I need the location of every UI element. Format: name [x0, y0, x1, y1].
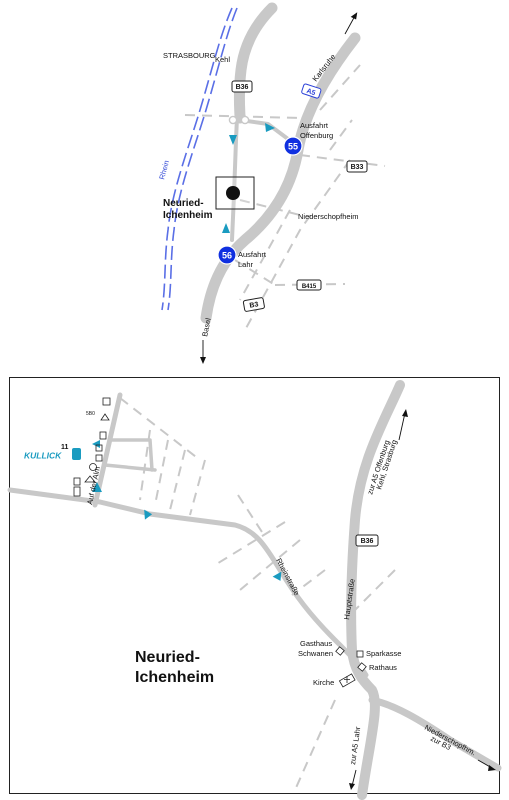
label-ausfahrt-offenburg-2: Offenburg — [300, 131, 333, 140]
shield-b415: B415 — [296, 279, 322, 291]
label-number: 11 — [61, 444, 69, 451]
overview-map: STRASBOURG Kehl Karlsruhe Rhein Ausfahrt… — [157, 2, 386, 364]
rhein-river — [161, 7, 233, 311]
sparkasse-marker — [356, 650, 364, 658]
label-rathaus: Rathaus — [369, 663, 397, 672]
kullick-logo: KULLICK — [24, 448, 81, 461]
detail-town-line1: Neuried- — [135, 649, 200, 666]
direction-marker — [229, 135, 237, 145]
hauptstrasse-road — [346, 380, 405, 800]
exit-56-badge: 56 — [217, 245, 237, 265]
overview-town-line1: Neuried- — [163, 198, 204, 209]
svg-text:B3: B3 — [249, 301, 259, 309]
gasthaus-marker — [335, 646, 345, 656]
shield-b3: B3 — [242, 297, 265, 312]
label-kehl: Kehl — [215, 55, 230, 64]
label-sparkasse: Sparkasse — [366, 649, 401, 658]
direction-marker — [92, 482, 102, 492]
svg-text:A5: A5 — [306, 88, 317, 97]
label-ausfahrt-lahr-1: Ausfahrt — [238, 250, 267, 259]
rathaus-marker — [357, 662, 367, 672]
label-ausfahrt-offenburg-1: Ausfahrt — [300, 121, 329, 130]
detail-shield-b36: B36 — [355, 534, 379, 547]
detail-town-line2: Ichenheim — [135, 669, 214, 686]
label-small-tag: 5B0 — [86, 411, 95, 417]
shield-b33: B33 — [346, 160, 368, 173]
direction-marker — [265, 123, 275, 132]
svg-text:55: 55 — [288, 142, 298, 152]
svg-text:B415: B415 — [302, 284, 317, 290]
overview-town-line2: Ichenheim — [163, 210, 213, 221]
label-gasthaus-1: Gasthaus — [300, 639, 332, 648]
direction-marker — [272, 571, 282, 581]
kullick-location-marker — [72, 448, 81, 460]
direction-marker — [222, 223, 230, 233]
direction-marker — [144, 509, 153, 520]
svg-text:B33: B33 — [351, 164, 364, 171]
direction-marker — [92, 440, 100, 448]
a5-motorway — [200, 32, 361, 324]
label-kirche: Kirche — [313, 678, 334, 687]
svg-text:56: 56 — [222, 251, 232, 261]
shield-b36: B36 — [231, 80, 253, 93]
label-ausfahrt-lahr-2: Lahr — [238, 260, 254, 269]
label-gasthaus-2: Schwanen — [298, 649, 333, 658]
svg-text:KULLICK: KULLICK — [24, 451, 62, 461]
detail-map: KULLICK 11 5B0 Auf der Alm Rheinstraße H… — [7, 377, 502, 800]
exit-55-badge: 55 — [283, 136, 303, 156]
label-strasbourg: STRASBOURG — [163, 51, 216, 60]
label-basel: Basel — [200, 317, 213, 338]
shield-a5: A5 — [301, 83, 322, 99]
label-rhein: Rhein — [157, 159, 171, 180]
town-dot — [226, 186, 240, 200]
svg-text:B36: B36 — [236, 84, 249, 91]
label-niederschopfheim: Niederschopfheim — [298, 212, 358, 221]
svg-text:B36: B36 — [361, 538, 374, 545]
